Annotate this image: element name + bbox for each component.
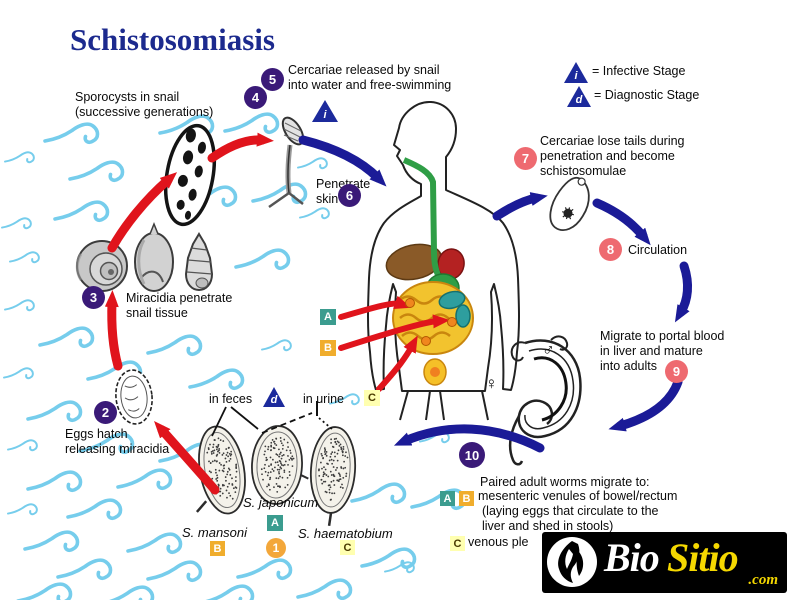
arrow-c-to-bladder	[376, 335, 418, 392]
label-a-japonicum: A	[267, 515, 283, 531]
logo-sitio-text: Sitio	[667, 535, 739, 580]
stage7-label: Cercariae lose tails during penetration …	[540, 134, 685, 178]
arrow-b-to-bowel	[338, 314, 450, 351]
cercaria-illustration	[268, 116, 305, 209]
logo-tld-text: .com	[748, 572, 778, 588]
legend-infective-label: = Infective Stage	[592, 64, 686, 78]
arrow-circulation-to-liver	[674, 261, 693, 323]
stage-3-badge: 3	[82, 286, 105, 309]
colon-segment	[438, 290, 466, 310]
stage3-label: Miracidia penetrate snail tissue	[126, 291, 233, 320]
label-a-body: A	[320, 309, 336, 325]
page-title: Schistosomiasis	[70, 22, 275, 57]
stage-4-badge: 4	[244, 86, 267, 109]
colon-segment	[455, 304, 471, 328]
female-symbol: ♀	[485, 374, 498, 393]
stage-10-badge: 10	[459, 442, 485, 468]
arrow-schistosomula-to-circulation	[592, 198, 651, 246]
legend-diagnostic-label: = Diagnostic Stage	[594, 88, 700, 102]
schistosomula-illustration	[549, 176, 590, 231]
sporocyst-illustration	[163, 123, 217, 227]
label-a-stage10: A	[440, 491, 455, 506]
line-urine-dashed	[261, 412, 313, 434]
stage10-line-ab: mesenteric venules of bowel/rectum	[478, 489, 678, 503]
egg-mansoni-illustration	[195, 425, 246, 515]
target-dot	[447, 317, 457, 327]
stage10-line3: liver and shed in stools)	[482, 519, 614, 533]
in-urine-label: in urine	[303, 392, 344, 406]
stage10-line2: (laying eggs that circulate to the	[482, 504, 659, 518]
stage-7-badge: 7	[514, 147, 537, 170]
line-feces-to-egg1	[211, 406, 227, 437]
arrow-liver-to-worms	[608, 377, 683, 432]
label-b-stage10: B	[459, 491, 474, 506]
stage8-label: Circulation	[628, 243, 688, 257]
biositio-logo: Bio Sitio .com	[542, 532, 787, 593]
label-b-body: B	[320, 340, 336, 356]
stage5-label: Cercariae released by snail into water a…	[288, 63, 452, 92]
species-haematobium-label: S. haematobium	[298, 526, 393, 541]
stage-5-badge: 5	[261, 68, 284, 91]
stage-1-badge: 1	[266, 538, 286, 558]
target-dot	[405, 298, 415, 308]
arrow-miracidium-to-snails	[104, 290, 123, 371]
arrow-cercaria-to-skin	[298, 135, 387, 187]
arrow-snails-to-sporocyst	[107, 172, 178, 253]
arrow-skin-to-schistosomula	[492, 192, 548, 221]
arrow-eggs-to-miracidium	[154, 421, 220, 495]
species-mansoni-label: S. mansoni	[182, 525, 248, 540]
label-c-haematobium: C	[340, 540, 355, 555]
diagnostic-symbol: d	[270, 394, 278, 406]
egg-japonicum-illustration	[251, 425, 309, 505]
egg-haematobium-illustration	[309, 426, 357, 527]
bladder-dot	[430, 367, 440, 377]
diagnostic-symbol: d	[575, 94, 583, 106]
flame-icon	[547, 537, 597, 587]
stage-8-badge: 8	[599, 238, 622, 261]
arrow-sporocyst-to-cercaria	[207, 132, 274, 163]
stage10-line-c: venous ple	[468, 535, 529, 549]
label-c-body: C	[364, 390, 380, 406]
legs-lines	[399, 390, 489, 421]
species-japonicum-label: S. japonicum	[243, 495, 319, 510]
label-c-stage10: C	[450, 536, 465, 551]
stage2-label: Eggs hatch releasing miracidia	[65, 427, 170, 456]
stage9-label: Migrate to portal blood in liver and mat…	[600, 329, 725, 373]
arrow-worms-to-eggs	[393, 424, 545, 453]
label-b-mansoni: B	[210, 541, 225, 556]
stage-6-badge: 6	[338, 184, 361, 207]
male-symbol: ♂	[542, 340, 555, 359]
in-feces-label: in feces	[209, 392, 253, 406]
stage10-title: Paired adult worms migrate to:	[480, 475, 650, 489]
arrow-a-to-bowel	[338, 295, 412, 320]
target-dot	[421, 336, 431, 346]
miracidium-illustration	[115, 369, 153, 425]
infective-symbol: i	[574, 70, 578, 82]
stage-2-badge: 2	[94, 401, 117, 424]
stage-9-badge: 9	[665, 360, 688, 383]
adult-worms-illustration	[508, 335, 582, 466]
snail-shells-illustration	[75, 221, 214, 292]
logo-bio-text: Bio	[604, 535, 660, 580]
line-feces-to-egg2	[230, 406, 259, 430]
infective-symbol: i	[323, 109, 327, 121]
stage4-label: Sporocysts in snail (successive generati…	[75, 90, 214, 119]
